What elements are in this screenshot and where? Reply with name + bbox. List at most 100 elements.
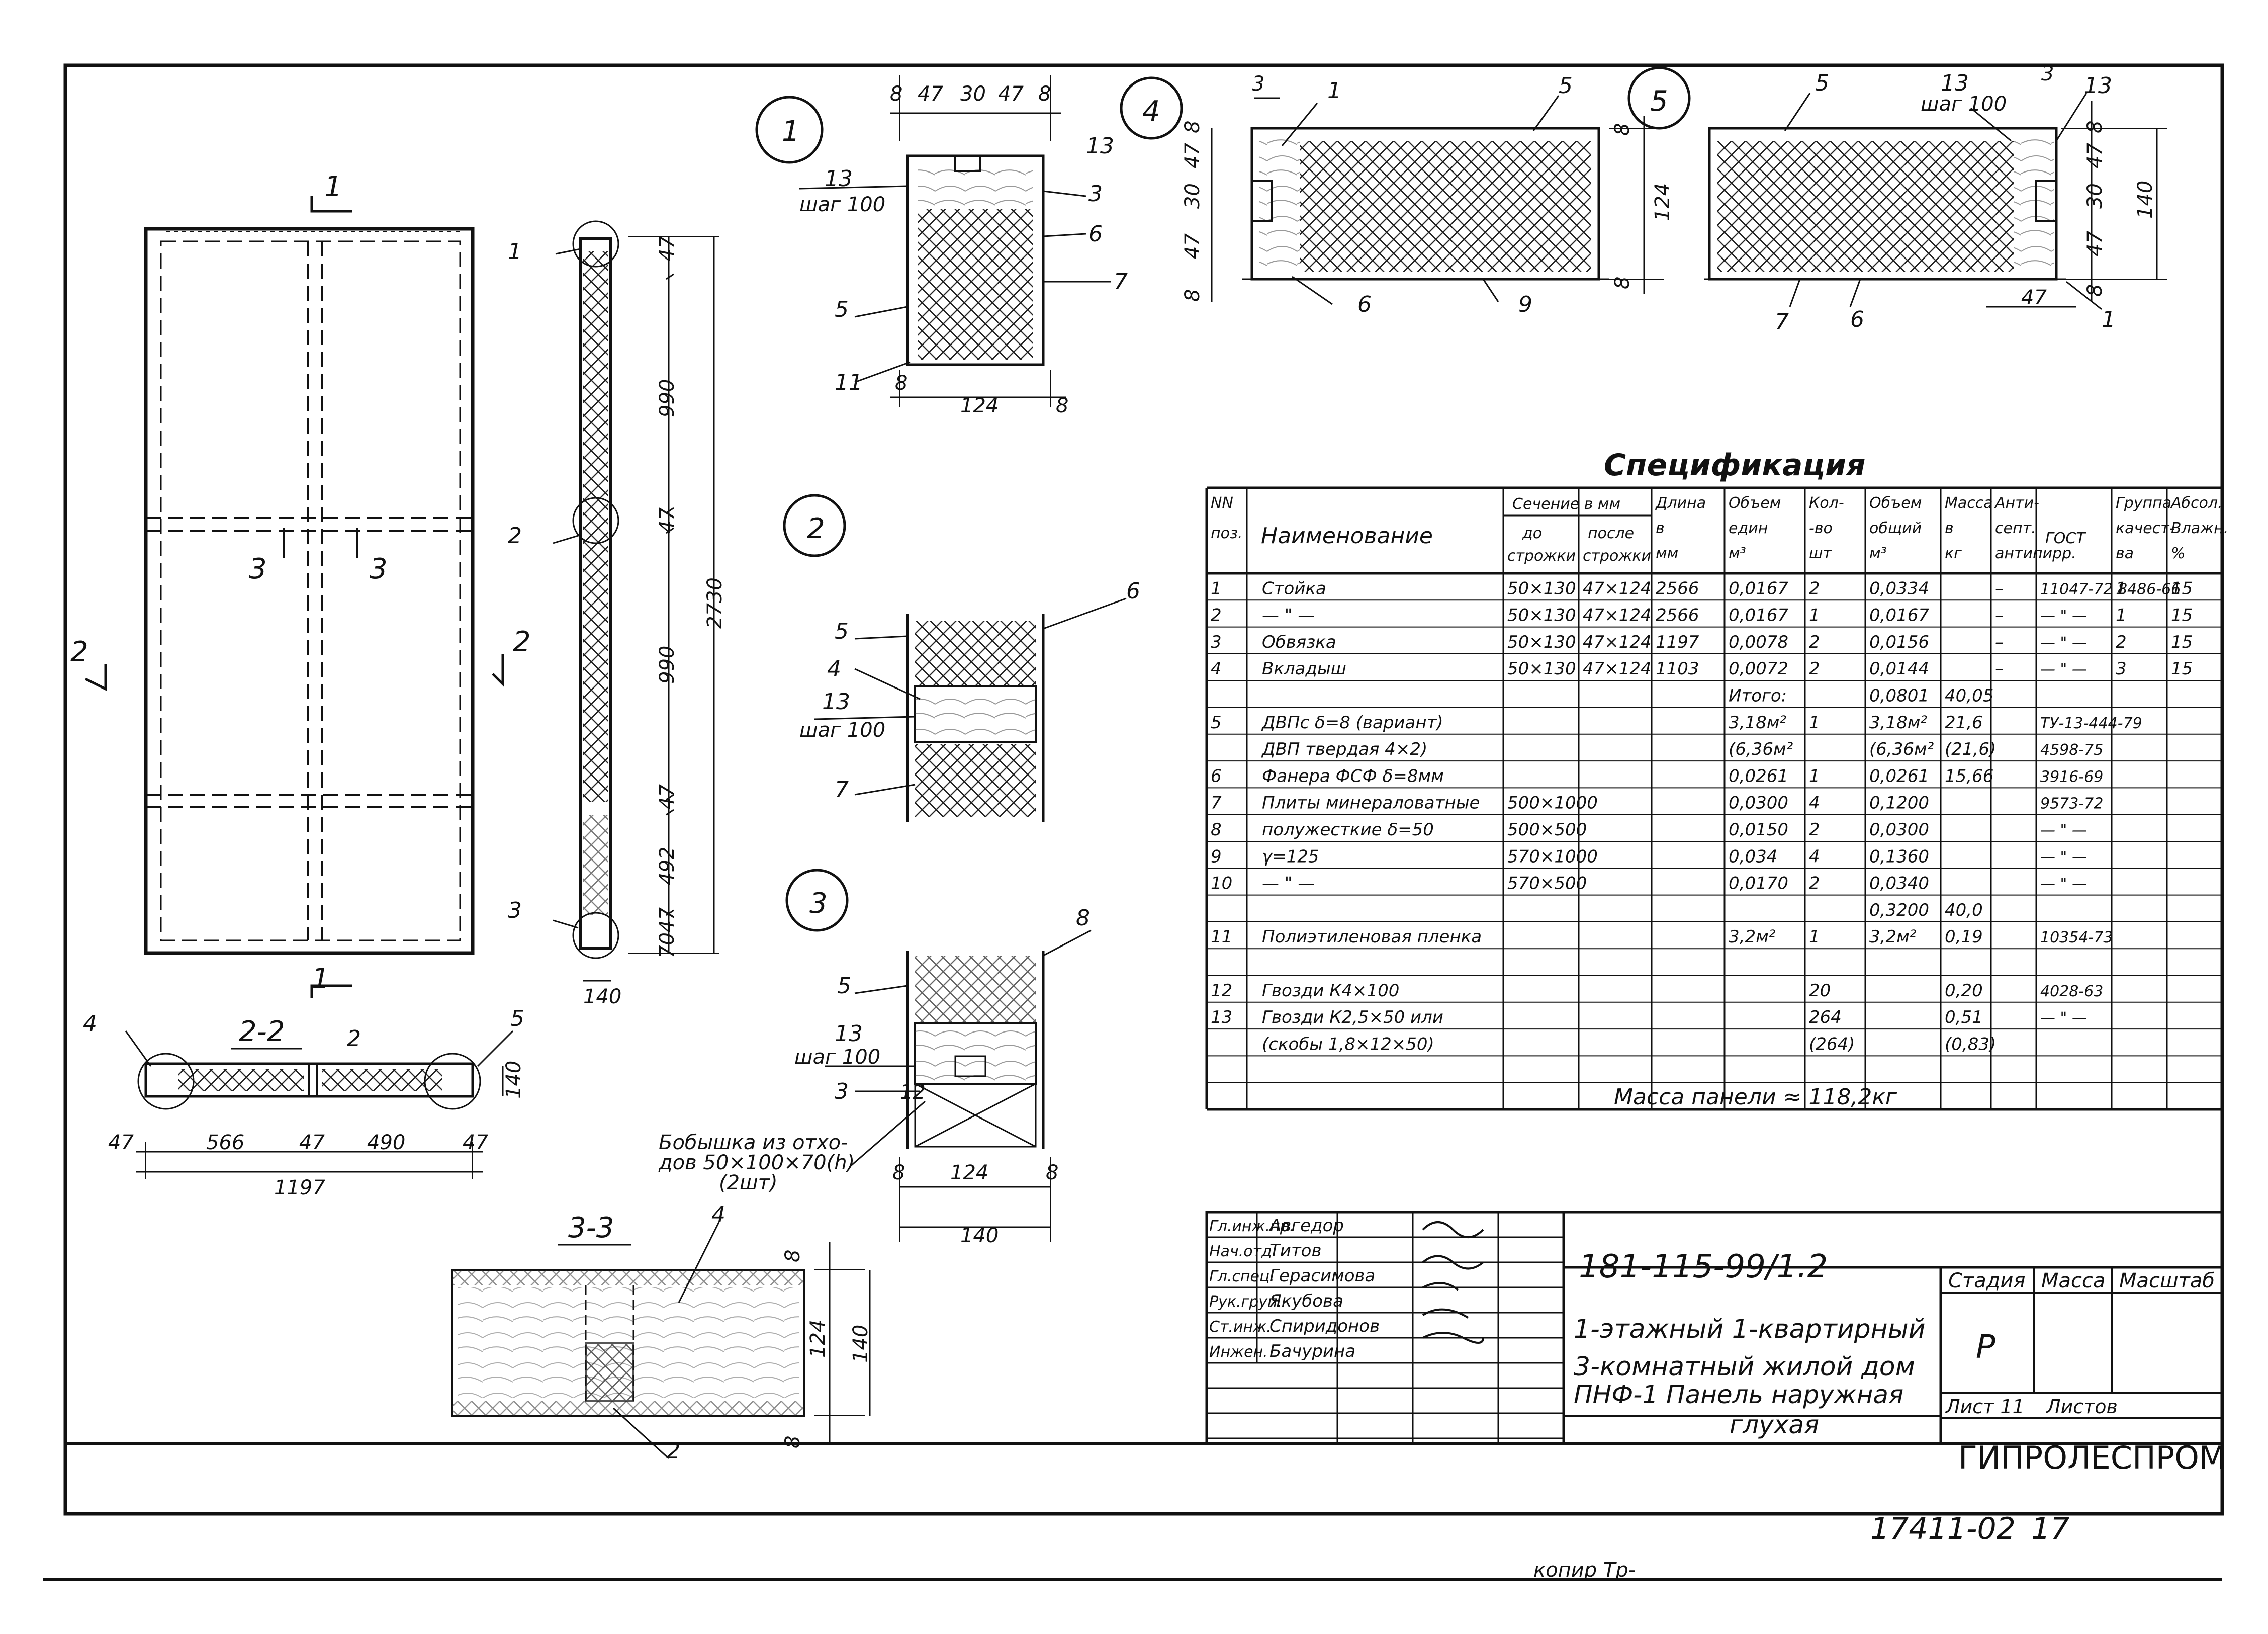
s33-dim-8-top: 8	[781, 1250, 804, 1262]
d3-label-8: 8	[1076, 905, 1090, 931]
d3-label-12: 12	[900, 1081, 926, 1104]
hdr-vol_total-2: м³	[1869, 545, 1887, 562]
spec-cell-pos: 11	[1211, 927, 1232, 947]
spec-cell-qty: 1	[1809, 927, 1820, 947]
d4-dim-3: 3	[1252, 72, 1264, 96]
d1-dim-47-b: 47	[998, 82, 1024, 106]
spec-cell-qty: (264)	[1809, 1034, 1855, 1054]
spec-cell-grp: 1	[2116, 606, 2127, 626]
d5-label-5: 5	[1815, 70, 1829, 96]
spec-cell-before: 50×130	[1507, 659, 1576, 679]
d5-label-7: 7	[1775, 309, 1789, 335]
hdr-before-2: строжки	[1507, 547, 1576, 565]
mass-label: Масса	[2041, 1269, 2106, 1293]
spec-cell-vu: 0,0072	[1729, 659, 1788, 679]
spec-cell-before: 50×130	[1507, 632, 1576, 652]
spec-cell-moist: 15	[2171, 578, 2193, 598]
spec-cell-name: Полиэтиленовая пленка	[1262, 927, 1482, 947]
spec-cell-name: — " —	[1262, 874, 1315, 894]
spec-cell-ant: –	[1995, 659, 2004, 679]
hdr-moist-0: Абсол.	[2170, 494, 2223, 512]
spec-cell-pos: 5	[1211, 713, 1222, 733]
d3-dim-8-a: 8	[892, 1161, 905, 1184]
spec-cell-len: 2566	[1656, 578, 1699, 598]
hdr-group-2: ва	[2116, 545, 2134, 562]
stamp-people: Гл.инж.пр.АвгедорНач.отд.ТитовГл.спец.Ге…	[1207, 1216, 1564, 1439]
s33-label-2: 2	[666, 1438, 680, 1464]
dim-low-47: 47	[656, 784, 679, 810]
d5-label-13: 13	[1941, 70, 1969, 96]
spec-cell-name: ДВПс δ=8 (вариант)	[1261, 713, 1443, 733]
d5-label-6: 6	[1850, 307, 1864, 332]
dim-70: 70	[656, 932, 679, 958]
hdr-mass-2: кг	[1945, 545, 1962, 562]
callout-2: 2	[508, 523, 522, 549]
spec-cell-gost: — " —	[2040, 634, 2087, 652]
d1-label-7: 7	[1114, 269, 1128, 295]
dim-bottom-47: 47	[656, 907, 679, 933]
d3-note-line2: дов 50×100×70(h)	[658, 1151, 855, 1174]
spec-cell-vt: 0,0156	[1869, 632, 1929, 652]
spec-title: Спецификация	[1604, 448, 1866, 483]
spec-cell-vu: 0,0300	[1729, 793, 1788, 813]
d4-label-5: 5	[1559, 73, 1573, 99]
section-1-1	[553, 220, 719, 982]
d4-dim-8-b: 8	[1181, 289, 1204, 302]
spec-cell-moist: 15	[2171, 659, 2193, 679]
stamp-role: Ст.инж.	[1209, 1318, 1272, 1336]
d3-dim-8-b: 8	[1046, 1161, 1058, 1184]
spec-cell-vt: 0,1360	[1869, 846, 1929, 867]
detail-4-callout: 4	[1142, 95, 1160, 128]
spec-cell-ant: –	[1995, 632, 2004, 652]
spec-cell-after: 47×124	[1583, 632, 1652, 652]
section-2-2-title: 2-2	[239, 1015, 285, 1048]
d1-label-step: шаг 100	[799, 193, 885, 216]
hdr-gost: ГОСТ	[2045, 530, 2086, 547]
d5-dim-3: 3	[2041, 62, 2054, 85]
drawing-code: 181-115-99/1.2	[1579, 1248, 1828, 1285]
dim-width-140: 140	[583, 985, 621, 1008]
hdr-group-1: качест-	[2116, 520, 2174, 537]
spec-cell-mass: 40,05	[1945, 686, 1993, 706]
spec-cell-before: 570×500	[1507, 874, 1587, 894]
panel-mass-row: Масса панели ≈ 118,2кг	[1614, 1084, 1897, 1110]
spec-cell-mass: 0,20	[1945, 981, 1983, 1001]
section-mark-1-bottom: 1	[312, 963, 330, 995]
dim-990-lower: 990	[656, 646, 679, 684]
spec-cell-vu: 3,18м²	[1729, 713, 1786, 733]
spec-cell-vu: 0,034	[1729, 846, 1777, 867]
d5-label-step: шаг 100	[1921, 93, 2007, 116]
spec-cell-vu: Итого:	[1729, 686, 1787, 706]
plan-dim-47-c: 47	[463, 1131, 488, 1154]
d1-dim-124: 124	[960, 394, 999, 417]
d4-dim-30: 30	[1181, 183, 1204, 209]
hdr-before: до	[1522, 525, 1542, 542]
section-3-3-title: 3-3	[568, 1212, 614, 1244]
stamp-name: Титов	[1269, 1241, 1322, 1261]
section-3-3	[451, 1222, 871, 1459]
d3-label-3: 3	[835, 1079, 849, 1104]
d3-note-line3: (2шт)	[719, 1171, 778, 1194]
stamp-name: Бачурина	[1269, 1341, 1355, 1361]
dim-total-2730: 2730	[703, 577, 727, 629]
d1-dim-8-d: 8	[1056, 394, 1068, 417]
plan-dim-140: 140	[502, 1061, 525, 1099]
spec-cell-vu: 0,0261	[1729, 766, 1788, 786]
spec-cell-name: Гвозди К4×100	[1262, 981, 1399, 1001]
detail-5-callout: 5	[1650, 85, 1668, 118]
spec-cell-gost: 4028-63	[2040, 983, 2103, 1000]
spec-cell-grp: 1	[2116, 578, 2127, 598]
stamp-role: Гл.спец.	[1209, 1268, 1275, 1285]
detail-4	[1120, 76, 1664, 305]
spec-cell-name: (скобы 1,8×12×50)	[1262, 1034, 1434, 1054]
stage-value: Р	[1976, 1329, 1995, 1366]
spec-cell-vu: 0,0167	[1729, 606, 1788, 626]
inventory-number: 17411-02	[1870, 1511, 2016, 1546]
d4-dim-47-b: 47	[1181, 233, 1204, 259]
project-line-2: 3-комнатный жилой дом	[1574, 1352, 1915, 1382]
section-2-2	[125, 1030, 514, 1179]
spec-cell-vt: 0,0340	[1869, 874, 1929, 894]
detail-2	[783, 494, 1127, 822]
spec-cell-vu: 3,2м²	[1729, 927, 1776, 947]
